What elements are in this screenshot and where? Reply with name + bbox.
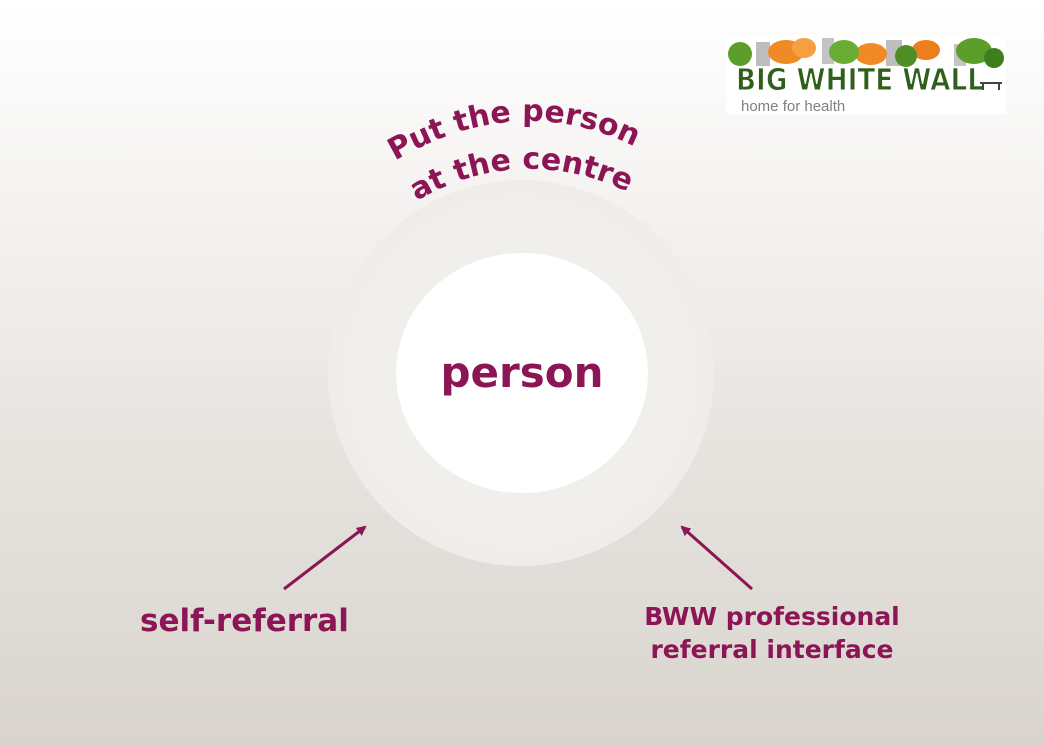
center-circle: person [396, 253, 648, 493]
professional-referral-label: BWW professional referral interface [612, 600, 932, 666]
logo-graphic: BIG WHITE WALL [728, 38, 1004, 99]
logo-tagline: home for health [741, 98, 846, 114]
big-white-wall-logo: BIG WHITE WALL home for health [726, 36, 1006, 114]
professional-referral-arrow [680, 525, 753, 591]
professional-referral-line-2: referral interface [650, 635, 894, 664]
self-referral-arrow [283, 525, 367, 591]
logo-wordmark: BIG WHITE WALL [736, 63, 984, 98]
professional-referral-line-1: BWW professional [644, 602, 900, 631]
center-label: person [440, 347, 604, 397]
self-referral-label: self-referral [140, 603, 349, 639]
